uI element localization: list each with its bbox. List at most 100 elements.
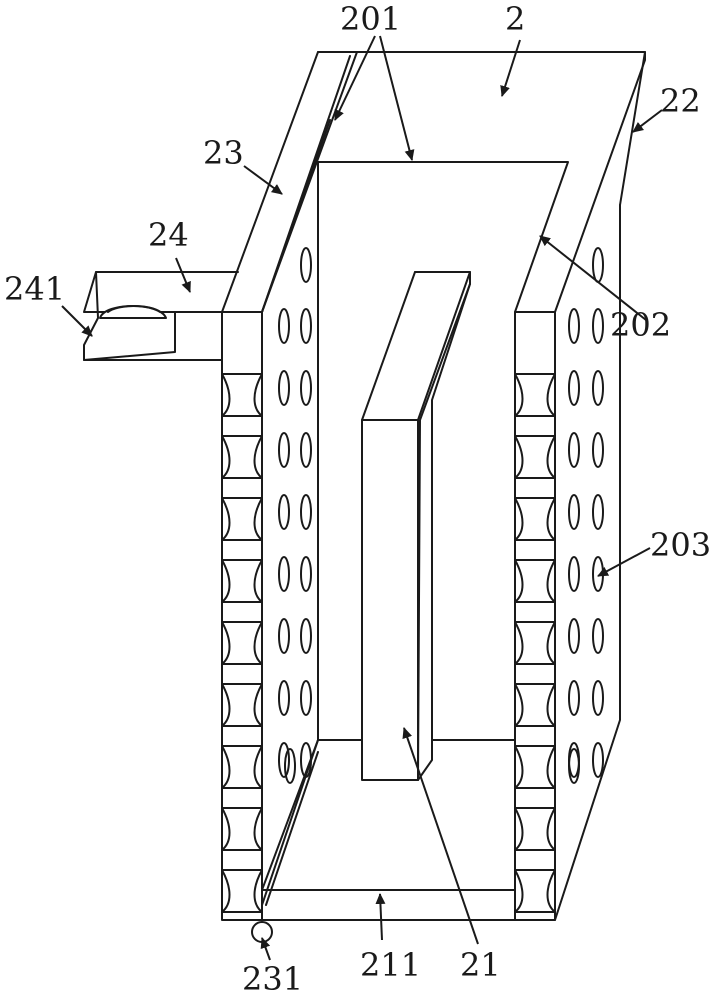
left-wall-seam bbox=[261, 119, 331, 313]
post-scallop bbox=[221, 435, 263, 479]
vent-hole bbox=[592, 618, 604, 654]
arrow-202 bbox=[539, 235, 647, 321]
left-post-scallops bbox=[221, 373, 263, 913]
vent-hole bbox=[300, 618, 312, 654]
vent-hole bbox=[300, 247, 312, 283]
arrow-231 bbox=[260, 937, 271, 961]
arrow-21 bbox=[402, 727, 479, 945]
vent-hole bbox=[300, 680, 312, 716]
vent-hole bbox=[300, 308, 312, 344]
vent-hole bbox=[568, 308, 580, 344]
vent-hole bbox=[568, 370, 580, 406]
arrow-23 bbox=[243, 165, 283, 195]
vent-hole bbox=[592, 432, 604, 468]
vent-hole bbox=[278, 370, 290, 406]
vent-hole bbox=[592, 308, 604, 344]
post-scallop bbox=[514, 559, 556, 603]
vent-hole bbox=[300, 494, 312, 530]
label-231: 231 bbox=[242, 960, 303, 998]
vent-hole bbox=[568, 556, 580, 592]
post-scallop bbox=[221, 497, 263, 541]
housing-2 bbox=[221, 51, 646, 921]
left-wall-vent-holes bbox=[278, 247, 312, 784]
post-scallop bbox=[514, 497, 556, 541]
vent-hole bbox=[278, 494, 290, 530]
post-scallop bbox=[514, 745, 556, 789]
post-scallop bbox=[514, 621, 556, 665]
reference-labels: 201 2 22 23 24 241 202 203 231 211 21 bbox=[4, 0, 711, 998]
vent-hole bbox=[568, 432, 580, 468]
right-front-post bbox=[514, 311, 556, 921]
vent-hole bbox=[278, 680, 290, 716]
vent-hole bbox=[568, 680, 580, 716]
post-scallop bbox=[514, 869, 556, 913]
post-scallop bbox=[221, 807, 263, 851]
arrow-24 bbox=[175, 257, 191, 293]
arrow-241 bbox=[61, 305, 93, 337]
center-block-21 bbox=[361, 271, 471, 781]
post-scallop bbox=[221, 621, 263, 665]
vent-hole bbox=[278, 742, 290, 778]
arrow-201a bbox=[334, 35, 376, 121]
vent-hole bbox=[592, 742, 604, 778]
arrow-201b bbox=[379, 35, 415, 161]
hinge-line-231 bbox=[261, 739, 319, 906]
handle-24 bbox=[83, 271, 239, 361]
label-23: 23 bbox=[203, 134, 244, 172]
center-block-top bbox=[361, 271, 471, 421]
vent-hole bbox=[592, 370, 604, 406]
label-21: 21 bbox=[460, 946, 501, 984]
post-scallop bbox=[514, 373, 556, 417]
latch-button bbox=[99, 305, 167, 319]
arrow-22 bbox=[632, 109, 663, 133]
post-scallop bbox=[221, 373, 263, 417]
vent-hole bbox=[300, 432, 312, 468]
right-post-scallops bbox=[514, 373, 556, 913]
arrow-203 bbox=[597, 547, 651, 577]
label-24: 24 bbox=[148, 216, 189, 254]
vent-hole bbox=[568, 494, 580, 530]
vent-hole bbox=[300, 556, 312, 592]
label-202: 202 bbox=[610, 306, 671, 344]
handle-arm bbox=[95, 271, 239, 361]
post-scallop bbox=[221, 869, 263, 913]
vent-hole bbox=[278, 308, 290, 344]
post-scallop bbox=[514, 807, 556, 851]
label-201: 201 bbox=[340, 0, 401, 38]
post-scallop bbox=[221, 559, 263, 603]
vent-hole bbox=[278, 618, 290, 654]
vent-hole bbox=[300, 370, 312, 406]
post-scallop bbox=[221, 745, 263, 789]
post-scallop bbox=[514, 435, 556, 479]
housing-right-face bbox=[554, 204, 621, 921]
vent-hole bbox=[284, 748, 296, 784]
center-block-right-edge bbox=[417, 283, 471, 781]
vent-hole bbox=[300, 742, 312, 778]
vent-hole bbox=[278, 432, 290, 468]
vent-hole bbox=[568, 618, 580, 654]
left-wall-23 bbox=[221, 51, 358, 313]
leader-lines bbox=[61, 35, 663, 961]
housing-right-outer-edge bbox=[554, 51, 646, 313]
post-scallop bbox=[514, 683, 556, 727]
vent-hole bbox=[592, 247, 604, 283]
vent-hole bbox=[278, 556, 290, 592]
label-22: 22 bbox=[660, 82, 701, 120]
left-front-post bbox=[221, 311, 263, 921]
label-2: 2 bbox=[505, 0, 525, 38]
vent-hole bbox=[592, 494, 604, 530]
label-211: 211 bbox=[360, 946, 421, 984]
vent-hole bbox=[592, 680, 604, 716]
latch-button-top bbox=[107, 305, 161, 313]
label-241: 241 bbox=[4, 270, 65, 308]
vent-hole bbox=[568, 748, 580, 784]
label-203: 203 bbox=[650, 526, 711, 564]
right-wall-vent-holes-203 bbox=[568, 247, 604, 784]
center-block-front bbox=[361, 419, 419, 781]
post-scallop bbox=[221, 683, 263, 727]
bottom-tray-211 bbox=[261, 739, 516, 921]
inner-frame-201 bbox=[317, 161, 569, 313]
arrow-2 bbox=[500, 39, 521, 97]
arrow-211 bbox=[375, 893, 386, 941]
